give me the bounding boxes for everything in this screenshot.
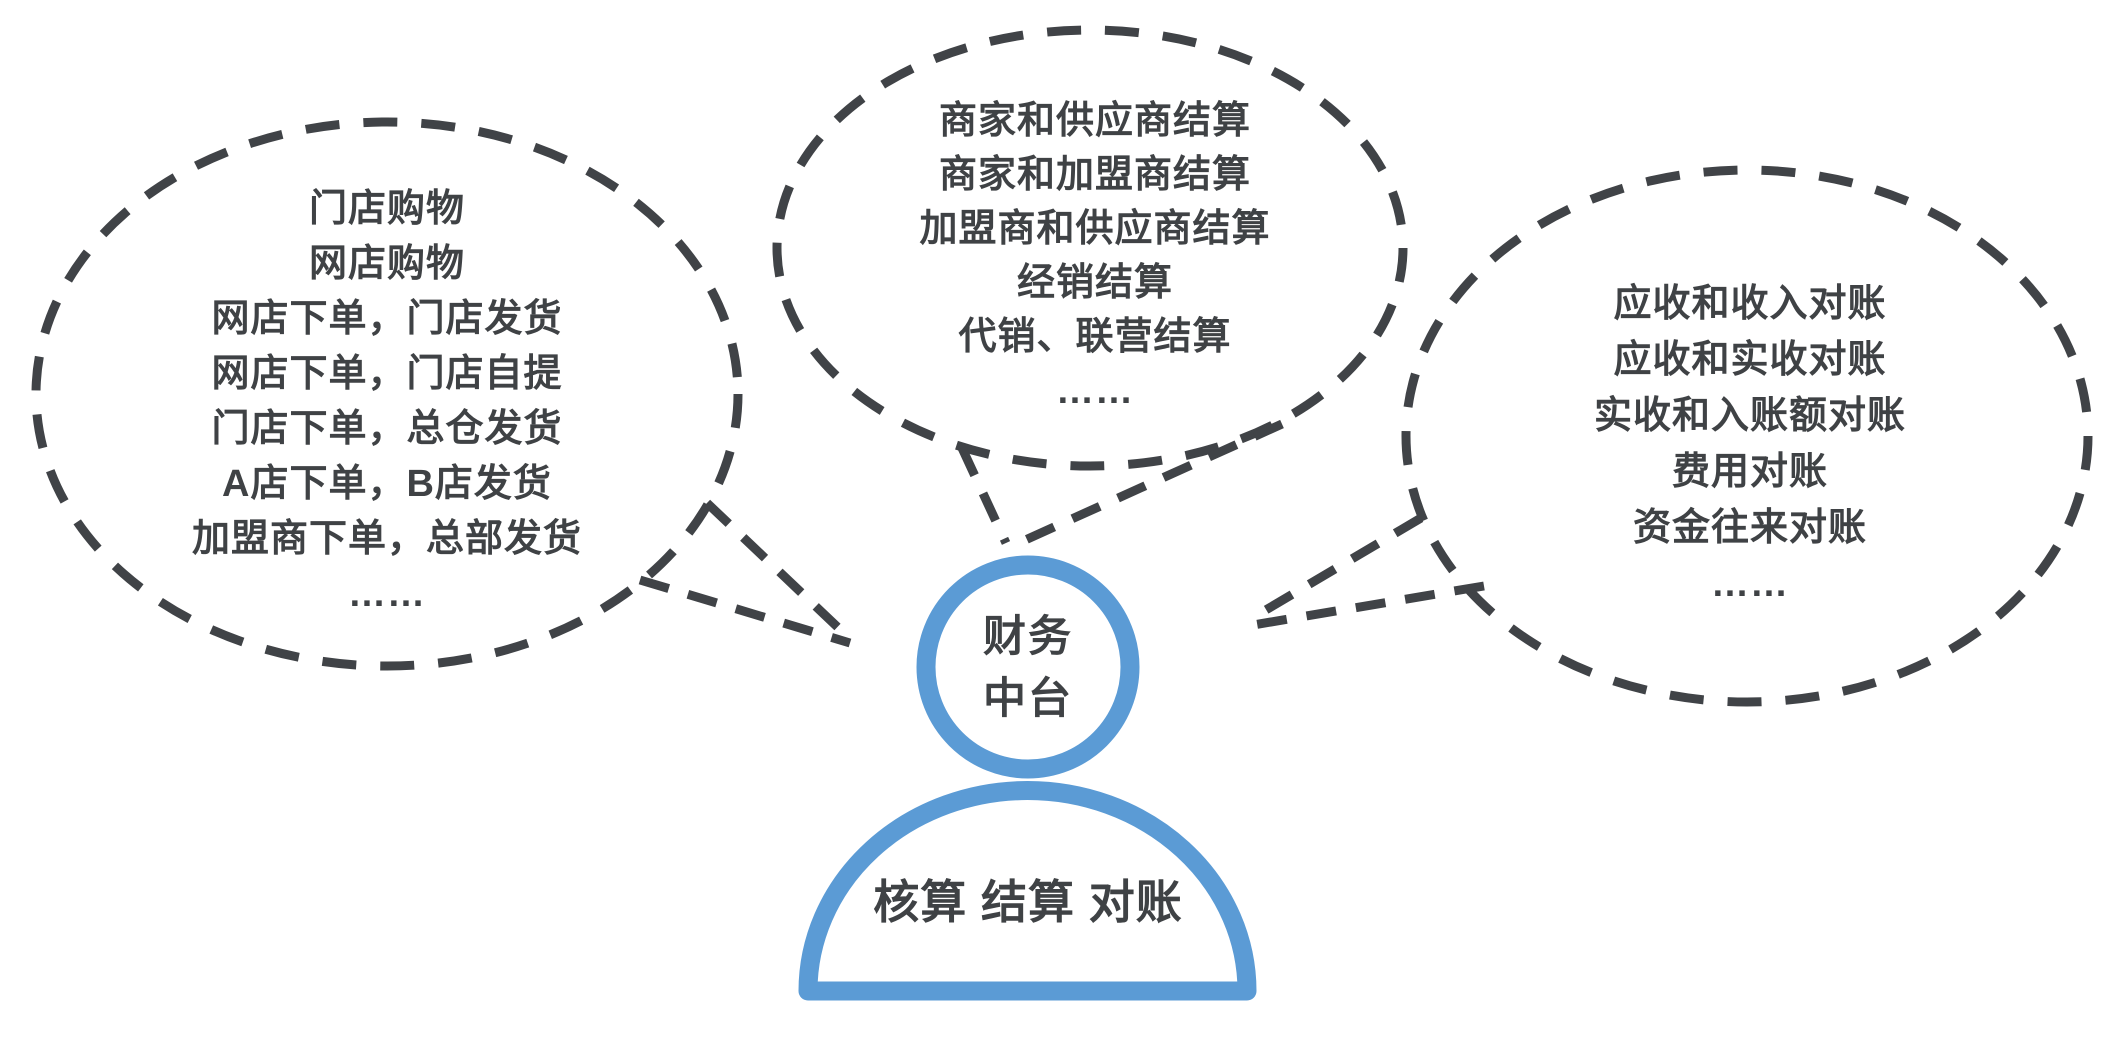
bubble-line: A店下单，B店发货 [222,463,552,505]
middle-bubble-ellipse [772,25,1408,471]
right-bubble-ellipse [1401,165,2093,707]
speech-bubble-right-outline [1251,165,2093,707]
right-bubble-text: 应收和收入对账 应收和实收对账 实收和入账额对账 费用对账 资金往来对账 …… [1430,276,2070,612]
bubble-line: 商家和加盟商结算 [938,154,1251,196]
middle-bubble-text: 商家和供应商结算 商家和加盟商结算 加盟商和供应商结算 经销结算 代销、联营结算… [775,94,1415,418]
bubble-line: 应收和实收对账 [1613,339,1887,381]
person-head [916,555,1140,779]
bubble-line: 资金往来对账 [1632,507,1867,549]
bubble-line: 代销、联营结算 [958,316,1232,358]
bubble-line-ellipsis: …… [1711,563,1789,605]
person-body [798,781,1257,1001]
person-body-label: 核算 结算 对账 [873,876,1183,928]
bubble-line: 门店购物 [308,188,465,230]
person-head-label: 财务 中台 [918,606,1138,730]
bubble-line: 网店下单，门店自提 [211,353,563,395]
left-bubble-text: 门店购物 网店购物 网店下单，门店发货 网店下单，门店自提 门店下单，总仓发货 … [57,182,717,622]
left-bubble-ellipse [31,117,743,671]
bubble-line: 商家和供应商结算 [938,100,1251,142]
bubble-line: 加盟商和供应商结算 [919,208,1271,250]
bubble-line: 应收和收入对账 [1613,283,1887,325]
bubble-line: 费用对账 [1671,451,1828,493]
bubble-line: 经销结算 [1016,262,1173,304]
person-head-label-line: 财务 [983,613,1073,661]
bubble-line-ellipsis: …… [348,573,426,615]
person-head-label-line: 中台 [983,675,1073,723]
right-bubble-tail [1251,514,1485,630]
bubble-line: 门店下单，总仓发货 [211,408,563,450]
bubble-line: 实收和入账额对账 [1593,395,1906,437]
left-bubble-tail [638,499,852,648]
bubble-line-ellipsis: …… [1056,370,1134,412]
bubble-line: 网店下单，门店发货 [211,298,563,340]
bubble-line: 网店购物 [308,243,465,285]
person-figure [798,555,1257,1001]
speech-bubble-middle-outline [772,25,1408,551]
speech-bubble-left-outline [31,117,852,671]
bubble-line: 加盟商下单，总部发货 [191,518,582,560]
middle-bubble-tail [957,419,1284,551]
